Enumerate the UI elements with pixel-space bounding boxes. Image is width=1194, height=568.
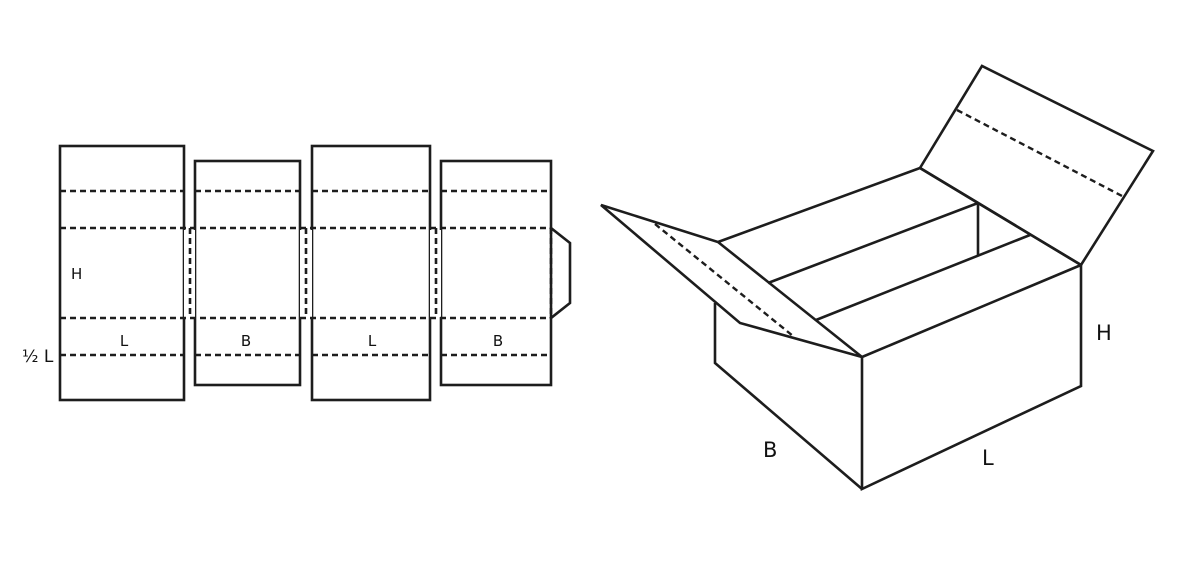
panel-2-width bbox=[193, 159, 302, 387]
box-flap-back-right-fold bbox=[956, 108, 1125, 199]
panel-4-width bbox=[439, 159, 553, 387]
flat-label-height: H bbox=[71, 265, 82, 283]
box-label-length: L bbox=[982, 446, 994, 470]
box-face-width bbox=[713, 303, 863, 490]
box-face-length bbox=[860, 263, 1083, 492]
flat-blank-layout: H ½ L L B L B bbox=[22, 144, 572, 402]
flat-label-panel-1: L bbox=[120, 332, 129, 350]
flat-label-panel-4: B bbox=[493, 332, 503, 350]
flat-label-panel-2: B bbox=[241, 332, 251, 350]
flat-label-panel-3: L bbox=[368, 332, 377, 350]
panel-3-length bbox=[310, 144, 432, 402]
box-label-width: B bbox=[763, 438, 777, 462]
box-label-height: H bbox=[1096, 321, 1112, 345]
box-flap-back-right bbox=[918, 64, 1155, 267]
box-3d-view: B L H bbox=[600, 64, 1155, 492]
flat-label-half-length: ½ L bbox=[22, 347, 54, 367]
glue-flap bbox=[549, 226, 572, 320]
box-flap-front-left bbox=[600, 203, 863, 359]
